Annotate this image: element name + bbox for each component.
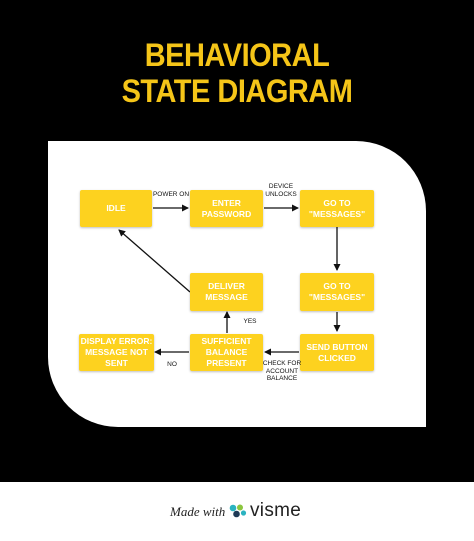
state-go-to-messages-top: GO TO "MESSAGES" (300, 190, 374, 227)
label-check-balance: CHECK FOR ACCOUNT BALANCE (262, 360, 302, 382)
visme-brand-name: visme (250, 500, 302, 521)
state-display-error: DISPLAY ERROR: MESSAGE NOT SENT (79, 334, 154, 371)
label-power-on: POWER ON (152, 191, 190, 198)
visme-logo-icon (229, 504, 247, 518)
state-idle: IDLE (80, 190, 152, 227)
state-deliver-message: DELIVER MESSAGE (190, 273, 263, 311)
made-with-text: Made with (170, 504, 226, 519)
label-no: NO (167, 361, 177, 368)
state-go-to-messages-bottom: GO TO "MESSAGES" (300, 273, 374, 311)
state-sufficient-balance: SUFFICIENT BALANCE PRESENT (190, 334, 263, 371)
label-device-unlocks: DEVICE UNLOCKS (265, 183, 297, 198)
label-yes: YES (243, 318, 257, 325)
title-line-2: STATE DIAGRAM (121, 74, 353, 110)
state-enter-password: ENTER PASSWORD (190, 190, 263, 227)
title-line-1: BEHAVIORAL (144, 38, 330, 74)
state-send-button-clicked: SEND BUTTON CLICKED (300, 334, 374, 371)
arrow-deliver-message-to-idle (118, 229, 191, 293)
